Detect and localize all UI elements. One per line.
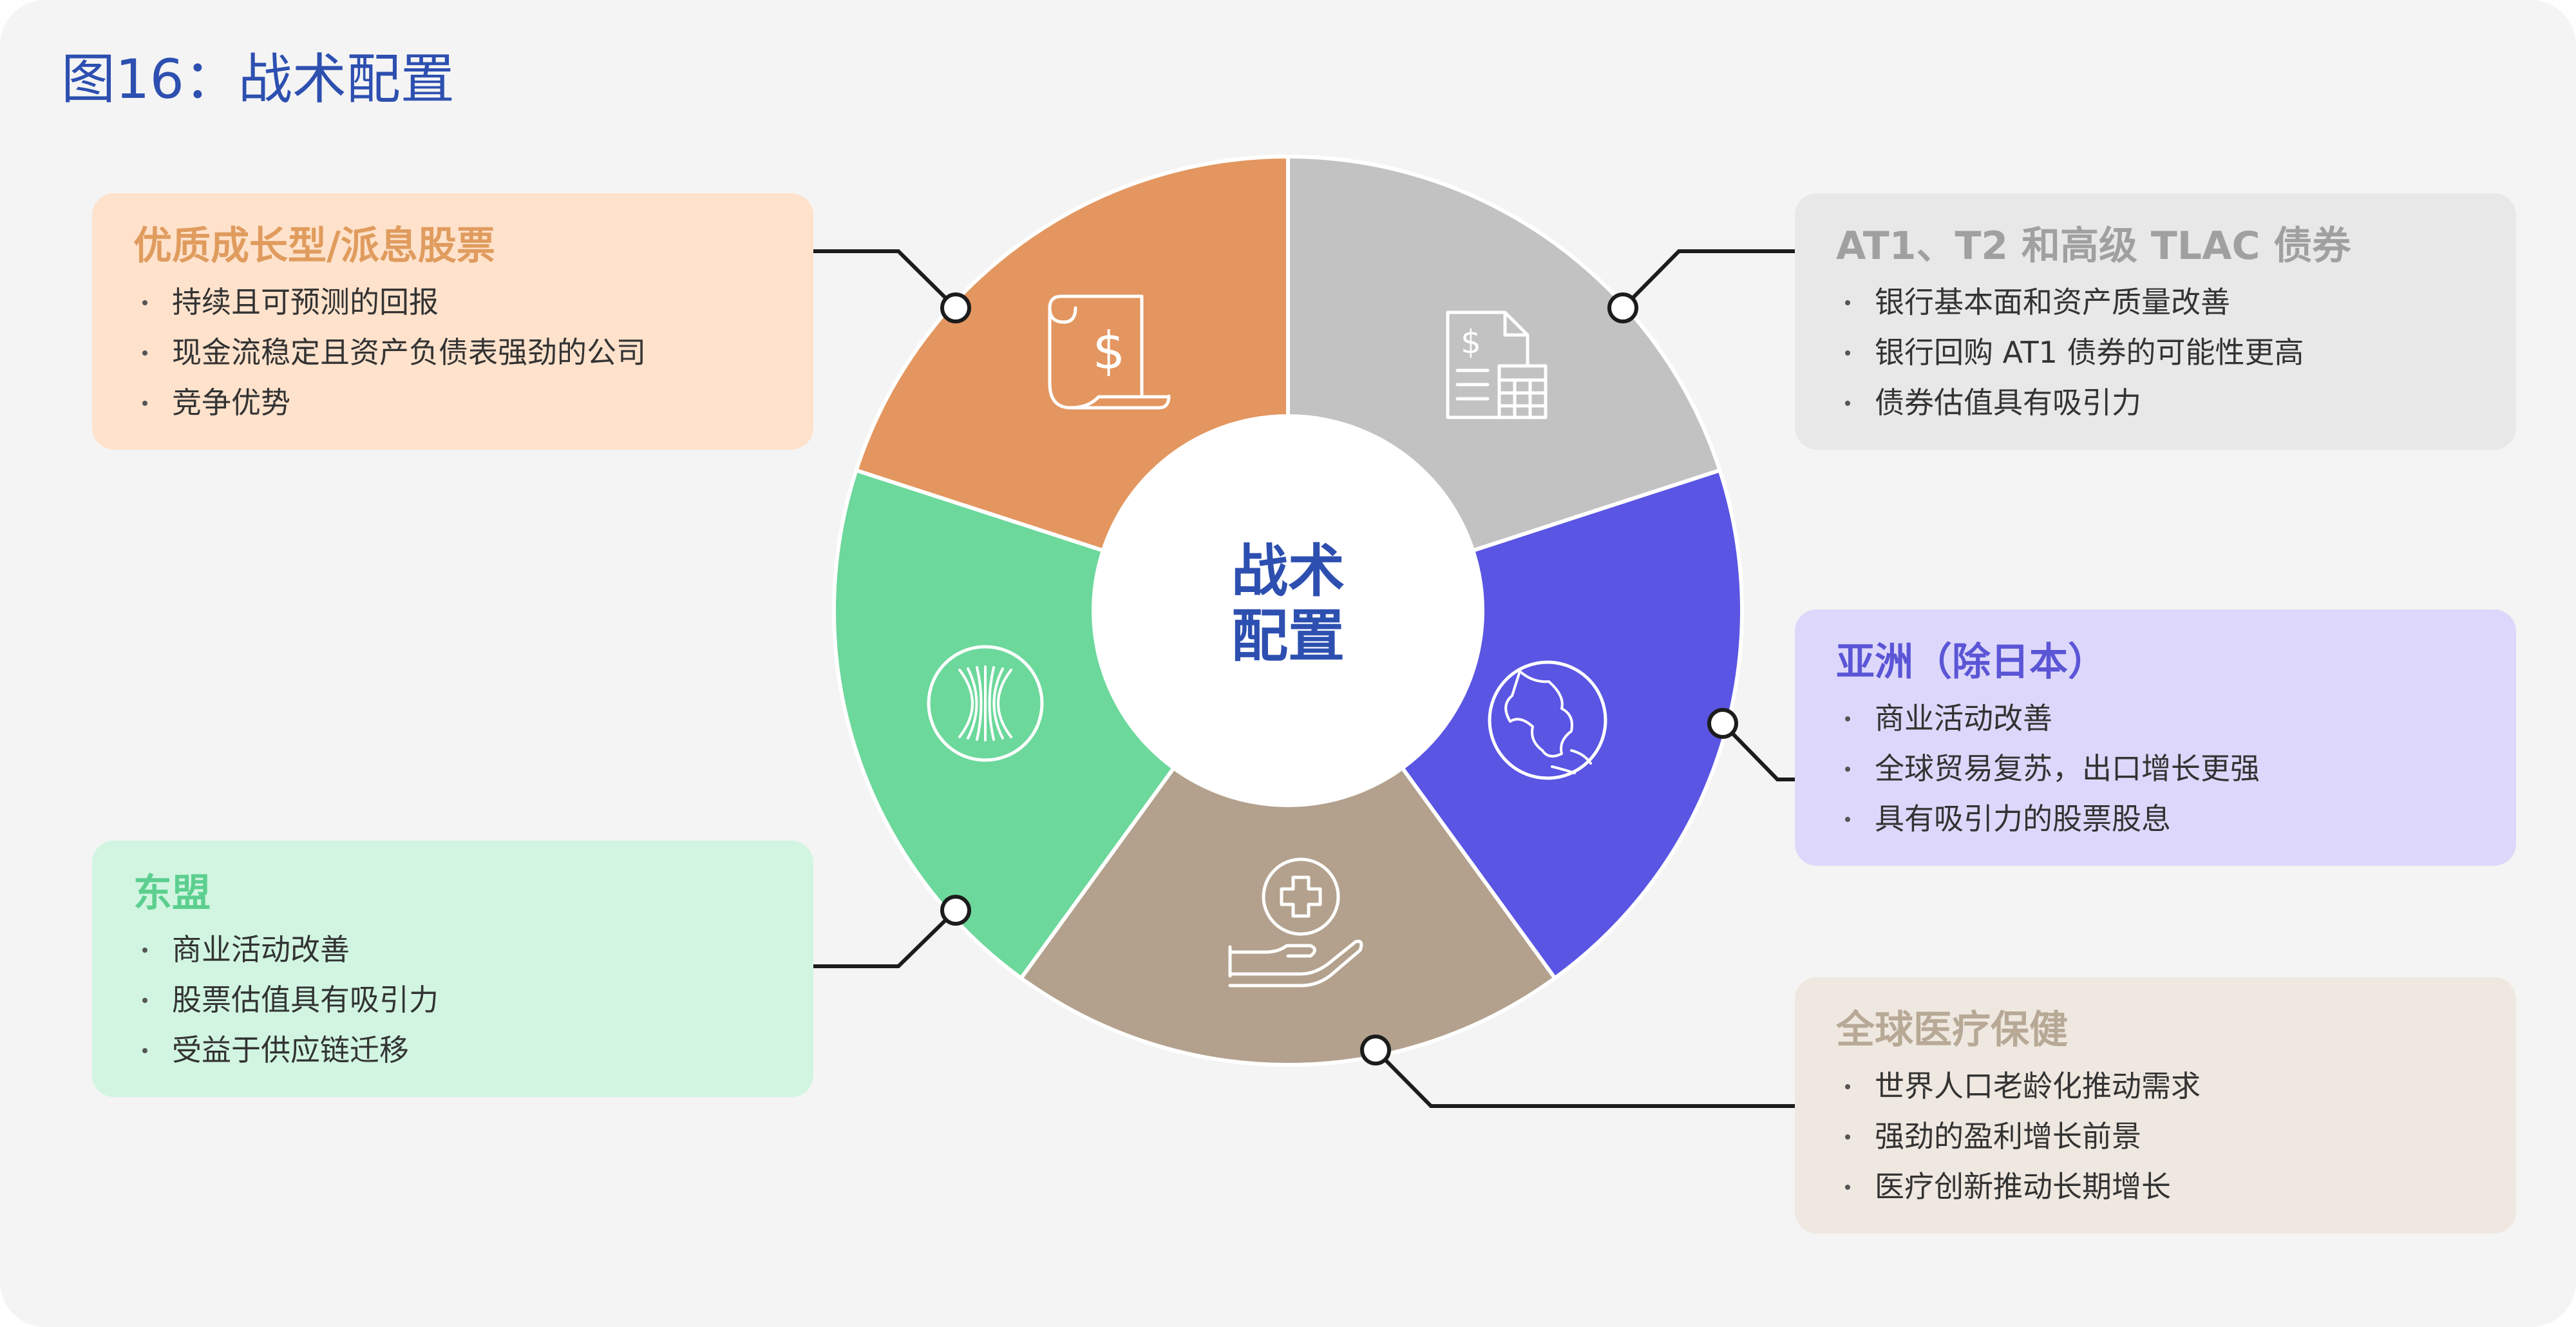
bullet-item: 银行基本面和资产质量改善 (1836, 277, 2477, 327)
connector-health (1374, 1048, 1795, 1108)
asia-ex-japan-box: 亚洲（除日本） 商业活动改善 全球贸易复苏，出口增长更强 具有吸引力的股票股息 (1795, 609, 2516, 866)
bullet-list-health: 世界人口老龄化推动需求 强劲的盈利增长前景 医疗创新推动长期增长 (1836, 1061, 2477, 1212)
hand-medical-cross-icon (1228, 857, 1363, 988)
bullet-item: 股票估值具有吸引力 (133, 975, 775, 1025)
box-title-bank: AT1、T2 和高级 TLAC 债券 (1836, 224, 2351, 269)
bullet-item: 银行回购 AT1 债券的可能性更高 (1836, 327, 2477, 377)
bullet-item: 具有吸引力的股票股息 (1836, 794, 2477, 844)
bullet-item: 持续且可预测的回报 (133, 277, 775, 327)
connector-dot-asean (940, 895, 971, 926)
bullet-list-bank: 银行基本面和资产质量改善 银行回购 AT1 债券的可能性更高 债券估值具有吸引力 (1836, 277, 2477, 428)
bullet-item: 现金流稳定且资产负债表强劲的公司 (133, 327, 775, 377)
segment-health (1018, 607, 1558, 1067)
center-label-line2: 配置 (1231, 603, 1345, 669)
growth-dividend-equities-box: 优质成长型/派息股票 持续且可预测的回报 现金流稳定且资产负债表强劲的公司 竞争… (92, 193, 813, 450)
bank-bonds-box: AT1、T2 和高级 TLAC 债券 银行基本面和资产质量改善 银行回购 AT1… (1795, 193, 2516, 450)
asean-box: 东盟 商业活动改善 股票估值具有吸引力 受益于供应链迁移 (92, 841, 813, 1097)
bullet-item: 商业活动改善 (1836, 693, 2477, 743)
center-hub (1092, 414, 1484, 807)
document-dollar-calculator-icon: $ (1446, 310, 1548, 419)
connector-dot-health (1360, 1035, 1391, 1065)
connector-dot-growth (940, 292, 971, 323)
bullet-item: 竞争优势 (133, 377, 775, 428)
center-label-line1: 战术 (1231, 538, 1345, 604)
global-healthcare-box: 全球医疗保健 世界人口老龄化推动需求 强劲的盈利增长前景 医疗创新推动长期增长 (1795, 977, 2516, 1234)
bullet-item: 债券估值具有吸引力 (1836, 377, 2477, 428)
bullet-list-growth: 持续且可预测的回报 现金流稳定且资产负债表强劲的公司 竞争优势 (133, 277, 775, 428)
box-title-asean: 东盟 (133, 871, 211, 916)
bullet-item: 强劲的盈利增长前景 (1836, 1111, 2477, 1161)
connector-bank (1621, 249, 1795, 310)
connector-asean (813, 908, 958, 968)
bullet-item: 医疗创新推动长期增长 (1836, 1161, 2477, 1212)
svg-text:$: $ (1093, 321, 1126, 381)
box-title-growth: 优质成长型/派息股票 (133, 224, 495, 269)
bullet-item: 全球贸易复苏，出口增长更强 (1836, 743, 2477, 794)
globe-asia-icon (1488, 660, 1607, 780)
receipt-dollar-icon: $ (1048, 294, 1171, 410)
bullet-item: 商业活动改善 (133, 924, 775, 975)
svg-text:$: $ (1461, 323, 1481, 361)
bullet-list-asia: 商业活动改善 全球贸易复苏，出口增长更强 具有吸引力的股票股息 (1836, 693, 2477, 844)
connector-growth (813, 249, 958, 310)
bullet-item: 受益于供应链迁移 (133, 1025, 775, 1075)
box-title-health: 全球医疗保健 (1836, 1007, 2068, 1053)
bullet-item: 世界人口老龄化推动需求 (1836, 1061, 2477, 1111)
bullet-list-asean: 商业活动改善 股票估值具有吸引力 受益于供应链迁移 (133, 924, 775, 1075)
asean-emblem-icon (927, 645, 1044, 762)
figure-title: 图16：战术配置 (61, 48, 455, 111)
box-title-asia: 亚洲（除日本） (1836, 640, 2107, 685)
connector-dot-bank (1607, 292, 1638, 323)
connector-dot-asia (1707, 708, 1738, 739)
connector-asia (1721, 721, 1795, 781)
